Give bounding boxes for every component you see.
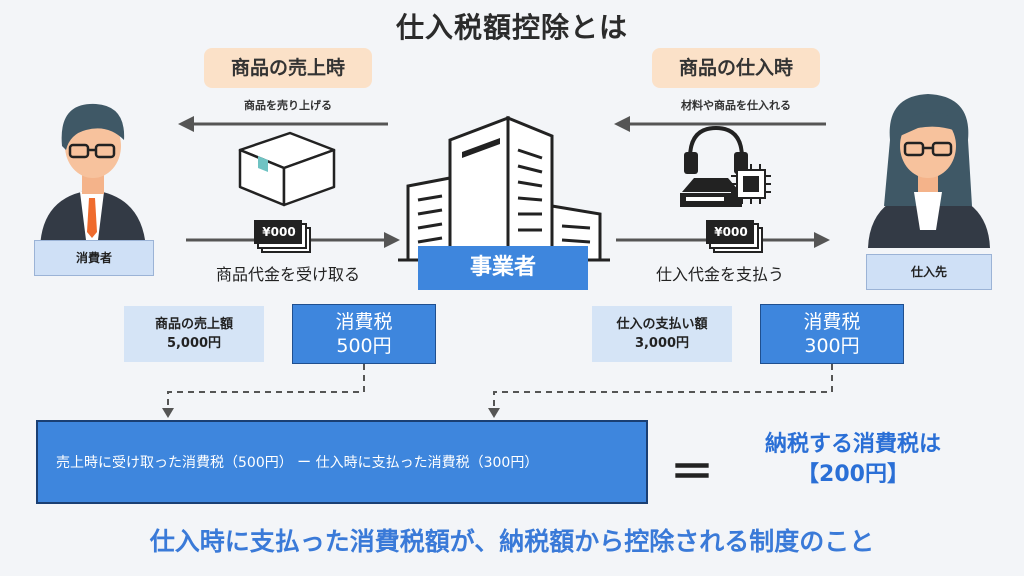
purchase-action: 材料や商品を仕入れる [681,99,791,112]
result-box: 納税する消費税は 【200円】 [728,430,978,490]
sales-amount-title: 商品の売上額 [154,317,233,332]
building-icon [398,115,610,262]
dashed-arrowhead-left [162,408,174,418]
formula-box: 売上時に受け取った消費税（500円） ー 仕入時に支払った消費税（300円） [36,420,648,504]
sale-action: 商品を売り上げる [244,99,332,112]
sale-header: 商品の売上時 [204,48,372,88]
equals-sign: ＝ [670,447,714,498]
money-bills-icon-left [254,220,311,253]
formula-text: 売上時に受け取った消費税（500円） ー 仕入時に支払った消費税（300円） [56,455,539,471]
consumer-person-icon [40,103,146,248]
sales-amount-box: 商品の売上額 5,000円 [124,306,264,362]
purchase-header: 商品の仕入時 [652,48,820,88]
purchase-amount-value: 3,000円 [634,336,690,351]
result-value: 【200円】 [797,462,909,487]
purchase-amount-title: 仕入の支払い額 [616,317,708,332]
sale-money-label: 商品代金を受け取る [215,265,360,284]
money-bills-icon-right [706,220,763,253]
conclusion-text: 仕入時に支払った消費税額が、納税額から控除される制度のこと [149,527,875,556]
purchase-tax-title: 消費税 [803,311,861,333]
supplier-person-icon [868,94,990,248]
purchase-money-label: 仕入代金を支払う [655,265,784,284]
sales-tax-value: 500円 [336,335,392,357]
consumer-label: 消費者 [34,240,154,276]
sales-tax-box: 消費税 500円 [292,304,436,364]
scanner-icon [680,178,742,207]
sales-tax-title: 消費税 [335,311,393,333]
business-label: 事業者 [418,246,588,290]
dashed-arrowhead-right [488,408,500,418]
dashed-connector-left [167,364,365,410]
headphones-icon [684,125,748,174]
supplier-label: 仕入先 [866,254,992,290]
bill-text-left: ¥000 [262,225,296,239]
purchase-amount-box: 仕入の支払い額 3,000円 [592,306,732,362]
dashed-connector-right [493,364,833,410]
arrow-to-consumer [178,116,388,132]
chip-icon [731,164,771,204]
page-title: 仕入税額控除とは [395,11,628,44]
result-title: 納税する消費税は [764,432,941,457]
sales-amount-value: 5,000円 [166,336,222,351]
arrow-from-supplier [614,116,826,132]
box-icon [238,131,336,207]
purchase-tax-value: 300円 [804,335,860,357]
bill-text-right: ¥000 [714,225,748,239]
purchase-tax-box: 消費税 300円 [760,304,904,364]
